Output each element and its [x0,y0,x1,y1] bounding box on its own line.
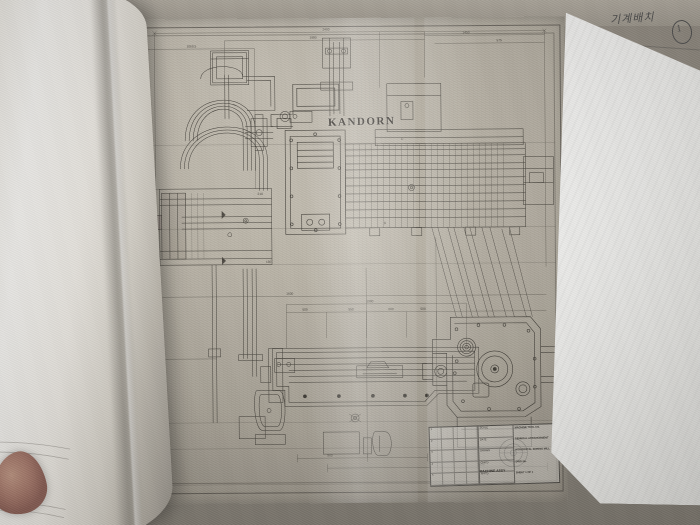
curled-page-left [0,0,176,525]
dim-bot-1: 800 [327,453,333,457]
dim-plan-4: 550 [348,307,354,311]
dim-plan-1: 1600 [286,292,293,296]
dim-top-2: 1980 [309,36,316,40]
dim-plan-2: 1900 [366,299,373,303]
handwritten-note-1: 기계배치 [609,11,655,27]
meta-row: APP'D [479,471,515,485]
dim-top-1: 2400 [322,28,329,32]
title-block: 1 2 3 4 5 SCALE DATE DRAWN CHK'D APP'D M… [428,423,561,487]
dim-top-5: 575 [496,38,502,42]
dim-top-4: 1450 [462,31,469,35]
note-C: C [401,137,404,141]
title-block-meta-table: SCALE DATE DRAWN CHK'D APP'D [478,425,516,485]
meta-row: SCALE [478,425,513,439]
dim-top-3: 1060.5 [186,44,196,48]
note-D: D [384,221,387,225]
circled-mark-text: 1 [675,23,683,35]
dim-inner-1: 210 [258,192,264,196]
machine-brand-text: KANDORN [327,114,396,129]
meta-row: DATE [478,437,514,450]
blank-sheet-right [547,3,700,506]
title-block-revision-table: 1 2 3 4 5 [429,426,481,486]
sheet-number: SHEET 1 OF 1 [515,470,534,475]
blank-sheet-texture [547,3,700,506]
technical-drawing: 2400 1980 1060.5 1450 575 1600 1900 500 … [131,28,567,504]
table-row: 5 [430,472,480,486]
dim-inner-2: 160 [266,260,272,264]
dim-plan-5: 600 [388,307,394,311]
dim-plan-3: 500 [302,308,308,312]
curled-page-faint-lines [0,441,71,518]
dim-plan-6: 500 [420,307,426,311]
blueprint-sheet: 2400 1980 1060.5 1450 575 1600 1900 500 … [124,16,568,505]
meta-row: DRAWN [479,448,514,462]
